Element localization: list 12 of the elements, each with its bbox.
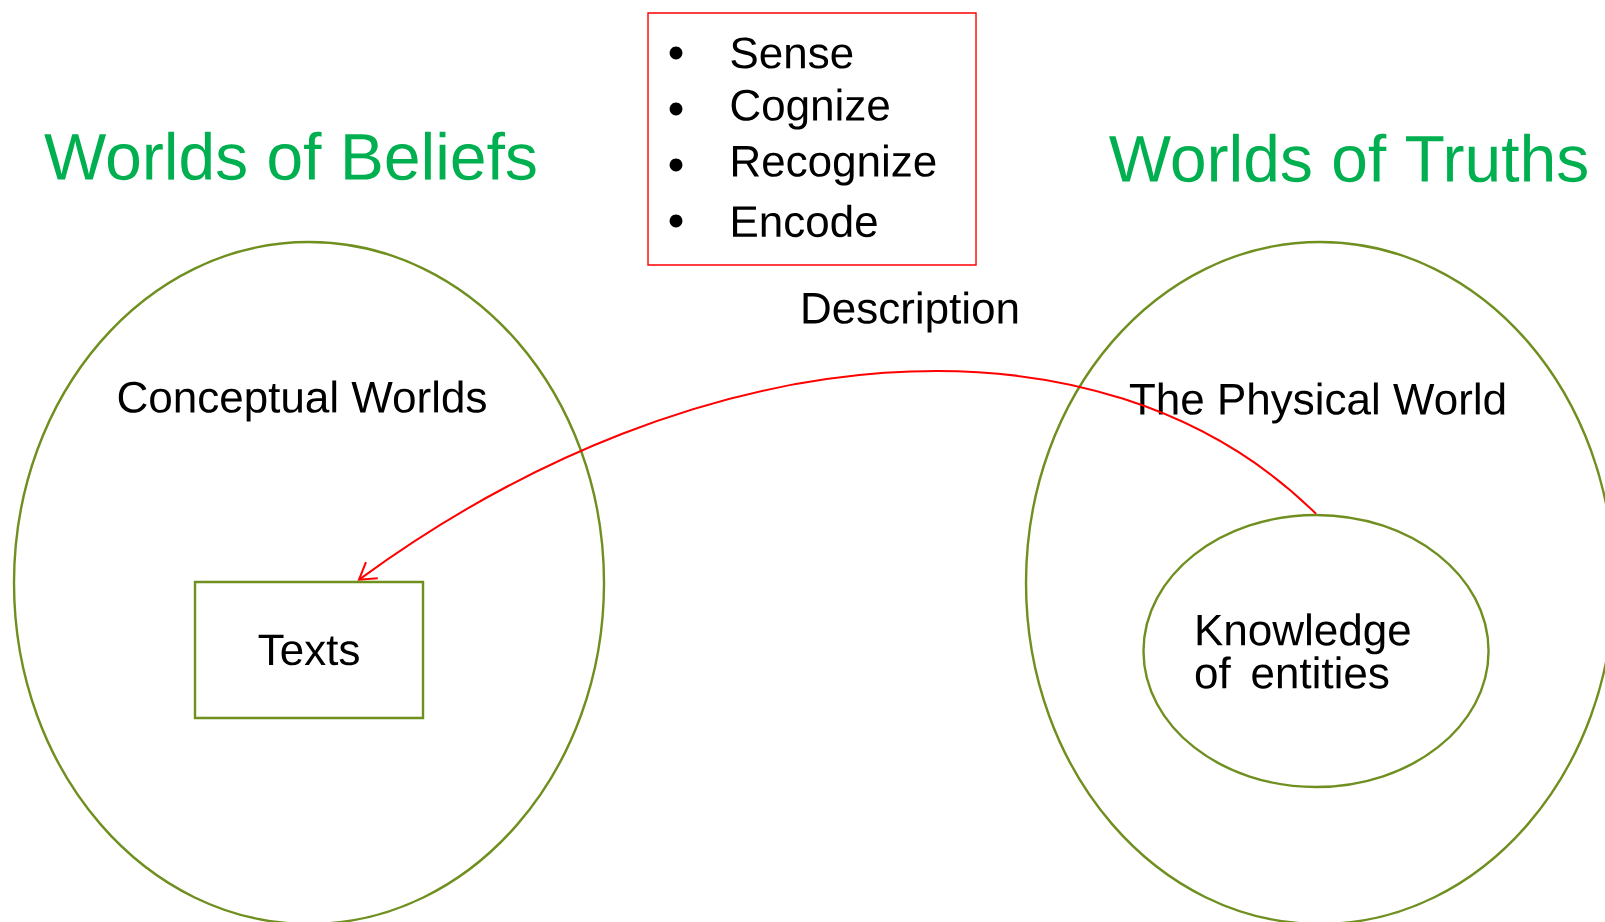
bullet-list-box: Sense Cognize Recognize Encode: [647, 12, 977, 266]
world-label: The Physical World: [1129, 382, 1505, 424]
world-title: Worlds of Beliefs: [44, 131, 536, 181]
world-label: Conceptual Worlds: [118, 380, 486, 422]
node-label: Sense: [731, 37, 853, 69]
node-label: Cognize: [731, 88, 889, 130]
edge-label: Description: [797, 289, 1023, 335]
world-title: Worlds of Truths: [1109, 133, 1587, 183]
node-label: Encode: [733, 204, 877, 238]
curved-arrow: [357, 370, 1317, 581]
node-label: Recognize: [733, 144, 936, 186]
text-box: Texts: [193, 580, 425, 720]
